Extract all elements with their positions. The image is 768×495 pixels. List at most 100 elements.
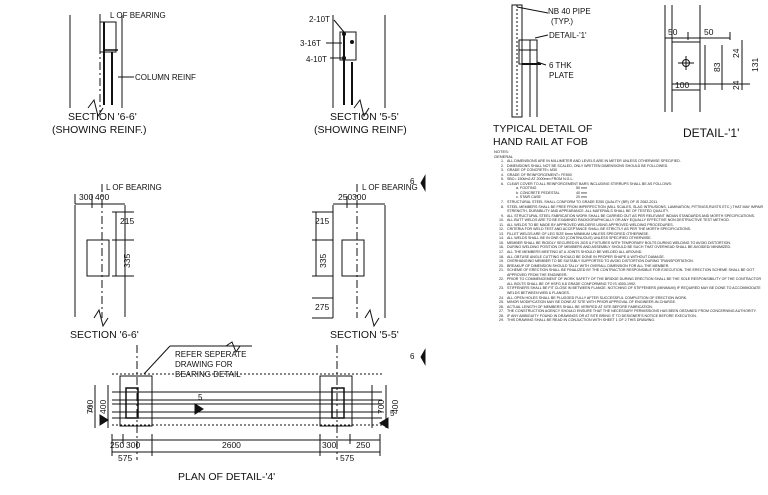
note-text: ALL BUTT WELDS ARE TO BE EXAMINED RADIOG… — [507, 218, 730, 223]
dim-100: 100 — [675, 80, 689, 90]
note-number: 7. — [501, 200, 504, 205]
plan-note-1: REFER SEPERATE — [175, 350, 246, 359]
note-item: 24.ALL OPEN HOLES SHALL BE PLUGGED FULLY… — [494, 296, 766, 301]
note-text: FILLET WELDS ARE OF LEG SIZE 6mm MINIMUM… — [507, 231, 650, 236]
section-6-6-mid-title: SECTION '6-6' — [70, 329, 139, 341]
note-number: 10. — [499, 218, 504, 223]
bar-3-16t: 3-16T — [300, 39, 321, 48]
dim-400: 400 — [95, 192, 109, 202]
note-number: 20. — [499, 263, 504, 268]
mark-5-left: 5 — [88, 405, 93, 414]
note-number: 11. — [499, 222, 504, 227]
note-text: SCHEME OF ERECTION SHALL BE FINALIZED BY… — [507, 268, 755, 277]
plan-title: PLAN OF DETAIL-'4' — [178, 471, 275, 483]
column-reinf-label: COLUMN REINF — [135, 73, 196, 82]
note-number: 25. — [499, 300, 504, 305]
general-notes: NOTES: GENERAL 1.ALL DIMENSIONS ARE IN M… — [494, 149, 766, 323]
cover-element: b. CONCRETE PEDESTAL — [516, 190, 560, 195]
note-number: 19. — [499, 259, 504, 264]
note-text: ACTUAL LENGTH OF MEMBERS SHALL BE VERIFI… — [507, 304, 653, 309]
mark-5-right: 5 — [390, 409, 395, 418]
handrail-subtitle: HAND RAIL AT FOB — [493, 136, 588, 148]
handrail-title: TYPICAL DETAIL OF — [493, 123, 592, 135]
note-item: 1.ALL DIMENSIONS ARE IN MILLIMETER AND L… — [494, 159, 766, 164]
note-text: ALL OPEN HOLES SHALL BE PLUGGED FULLY AF… — [507, 295, 688, 300]
dim-24-top: 24 — [731, 48, 741, 58]
note-item: 17.ALL THE MEMBERS MEETING AT A JOINTS S… — [494, 250, 766, 255]
note-text: GRADE OF REINFORCEMENT= FE500 — [507, 172, 572, 177]
note-number: 21. — [499, 268, 504, 273]
cover-value: 40 mm — [576, 190, 587, 195]
note-text: THE CONSTRUCTION AGENCY SHOULD ENSURE TH… — [507, 309, 757, 314]
note-text: OVERHANGING MEMBER TO BE SUITABLY SUPPOR… — [507, 259, 694, 264]
bar-4-10t: 4-10T — [306, 55, 327, 64]
dim-24-bottom: 24 — [731, 80, 741, 90]
note-number: 9. — [501, 213, 504, 218]
note-number: 14. — [499, 236, 504, 241]
pipe-label: NB 40 PIPE — [548, 7, 591, 16]
note-text: DURING WELDING POSITION OF MEMBERS AND A… — [507, 245, 732, 250]
bearing-label-55: L OF BEARING — [362, 183, 418, 192]
detail-1-ref: DETAIL-'1' — [549, 31, 587, 40]
note-text: MINOR MODIFICATION MAY BE DONE AT SITE W… — [507, 300, 676, 305]
dim-335-55: 335 — [318, 254, 328, 268]
dim-2600: 2600 — [222, 440, 241, 450]
notes-list: 1.ALL DIMENSIONS ARE IN MILLIMETER AND L… — [494, 159, 766, 186]
note-item: 21.SCHEME OF ERECTION SHALL BE FINALIZED… — [494, 268, 766, 277]
note-text: THIS DRAWING SHALL BE READ IN CONJUCTION… — [507, 318, 656, 323]
note-text: GRADE OF CONCRETE= M30 — [507, 168, 558, 173]
dim-215-55: 215 — [315, 216, 329, 226]
section-6-6-reinf: L OF BEARING COLUMN REINF SECTION '6-6' … — [52, 11, 196, 136]
section-6-6-dims: 300 400 L OF BEARING 215 335 SECTION '6-… — [70, 183, 162, 341]
note-number: 26. — [499, 304, 504, 309]
dim-131: 131 — [750, 58, 760, 72]
note-number: 2. — [501, 163, 504, 168]
note-text: DIMENSIONS SHALL NOT BE SCALED, ONLY WRI… — [507, 163, 669, 168]
note-item: 7.STRUCTURAL STEEL SHALL CONFORM TO GRAD… — [494, 200, 766, 205]
dim-400-left: 400 — [98, 400, 108, 414]
section-5-5-dims: 250 300 L OF BEARING 215 335 275 6 6 SEC… — [312, 174, 426, 366]
note-item: 9.ALL STRUCTURAL STEEL FABRICATION WORK … — [494, 214, 766, 219]
note-item: 22.PRIOR TO COMMENCEMENT OF WORK SAFETY … — [494, 277, 766, 286]
note-item: 13.FILLET WELDS ARE OF LEG SIZE 6mm MINI… — [494, 232, 766, 237]
note-item: 6.CLEAR COVER TO ALL REINFORCEMENT BARS … — [494, 182, 766, 187]
note-item: 3.GRADE OF CONCRETE= M30 — [494, 168, 766, 173]
dim-50-right: 50 — [704, 27, 714, 37]
note-number: 28. — [499, 313, 504, 318]
dim-300-right: 300 — [322, 440, 336, 450]
note-number: 4. — [501, 172, 504, 177]
note-text: ALL DIMENSIONS ARE IN MILLIMETER AND LEV… — [507, 159, 681, 164]
dim-400-right: 400 — [390, 400, 400, 414]
section-5-5-subtitle: (SHOWING REINF) — [314, 124, 407, 136]
dim-700-left: 700 — [85, 400, 95, 414]
note-number: 29. — [499, 318, 504, 323]
note-item: 15.MEMBER SHALL BE RIGIDLY SECURED IN JI… — [494, 241, 766, 246]
note-text: ALL THE MEMBERS MEETING AT A JOINTS SHOU… — [507, 250, 643, 255]
notes-list-continued: 7.STRUCTURAL STEEL SHALL CONFORM TO GRAD… — [494, 200, 766, 323]
note-number: 27. — [499, 309, 504, 314]
plate-thk-label: 6 THK — [549, 61, 572, 70]
bearing-label-66: L OF BEARING — [106, 183, 162, 192]
note-number: 5. — [501, 177, 504, 182]
cover-item: b. CONCRETE PEDESTAL 40 mm — [494, 191, 766, 196]
plan-detail-4: REFER SEPERATE DRAWING FOR BEARING DETAI… — [85, 341, 400, 483]
note-number: 16. — [499, 245, 504, 250]
note-item: 11.ALL WELDS TO BE MADE BY APPROVED WELD… — [494, 223, 766, 228]
dim-300-left: 300 — [126, 440, 140, 450]
dim-50-left: 50 — [668, 27, 678, 37]
note-text: CRITERIA FOR WELD TEST AND ACCEPTANCE SH… — [507, 227, 692, 232]
note-number: 15. — [499, 240, 504, 245]
cover-value: 20 mm — [576, 195, 587, 200]
note-number: 12. — [499, 227, 504, 232]
note-number: 3. — [501, 168, 504, 173]
note-item: 10.ALL BUTT WELDS ARE TO BE EXAMINED RAD… — [494, 218, 766, 223]
note-item: 12.CRITERIA FOR WELD TEST AND ACCEPTANCE… — [494, 227, 766, 232]
note-text: ALL WELDS TO BE MADE BY APPROVED WELDERS… — [507, 222, 674, 227]
mark-5-mid: 5 — [198, 393, 203, 402]
dim-575-left: 575 — [118, 453, 132, 463]
section-5-5-mid-title: SECTION '5-5' — [330, 329, 399, 341]
notes-subheading: GENERAL — [494, 153, 514, 159]
dim-335: 335 — [122, 254, 132, 268]
